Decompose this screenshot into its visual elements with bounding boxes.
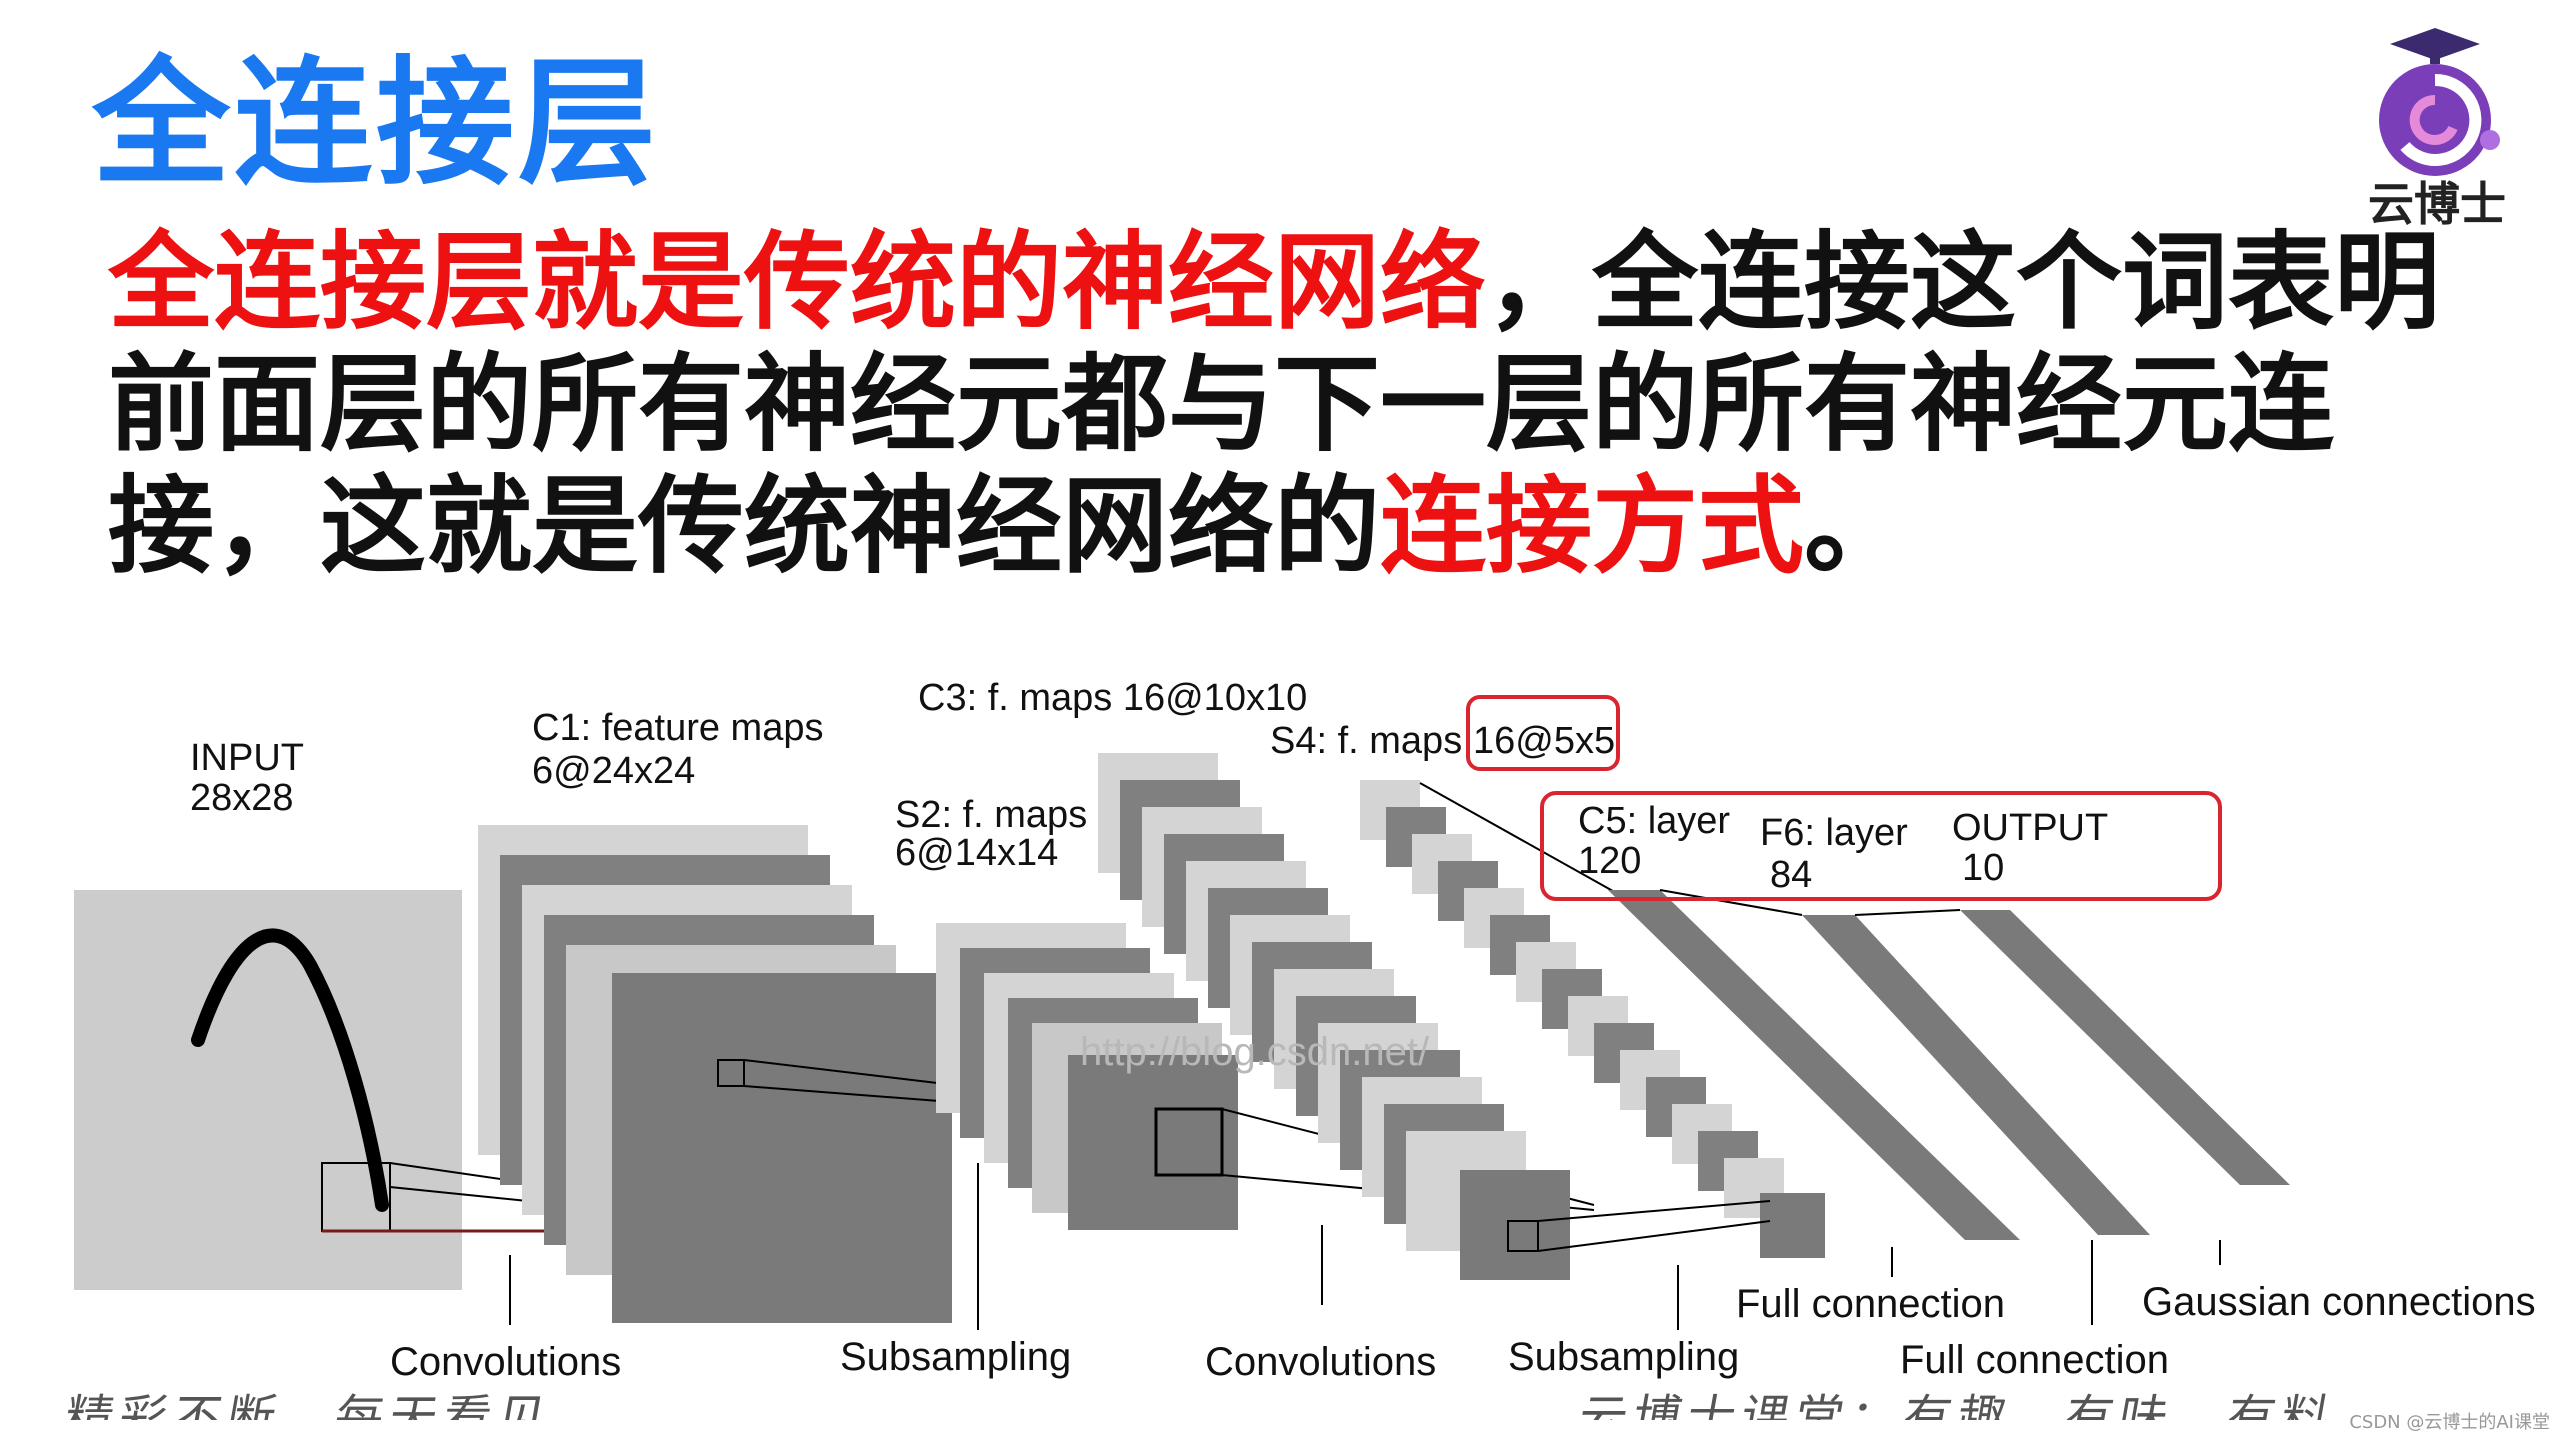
csdn-credit: CSDN @云博士的AI课堂 xyxy=(2349,1412,2550,1433)
s2-feature-maps xyxy=(936,923,1238,1230)
c1-size: 6@24x24 xyxy=(532,750,695,792)
highlight-phrase-1: 全连接层就是传统的神经网络 xyxy=(108,221,1486,344)
lenet-diagram: http://blog.csdn.net/ INPUT 28x28 C1: fe… xyxy=(74,677,2536,1384)
c5-band xyxy=(1608,890,2020,1240)
c3-feature-maps xyxy=(1098,753,1570,1280)
c5-label: C5: layer xyxy=(1578,800,1730,842)
slide-title: 全连接层 xyxy=(92,43,661,204)
s4-feature-maps xyxy=(1360,780,1825,1258)
c3-label: C3: f. maps 16@10x10 xyxy=(918,677,1307,719)
s4-label: S4: f. maps xyxy=(1270,720,1462,762)
output-label: OUTPUT xyxy=(1952,807,2108,849)
body-text-2: 。 xyxy=(1804,465,1910,588)
f6-band xyxy=(1802,915,2150,1235)
s4-size: 16@5x5 xyxy=(1473,720,1615,762)
watermark: http://blog.csdn.net/ xyxy=(1080,1030,1430,1074)
fc-layers-highlight-box xyxy=(1540,791,2222,901)
op-convolutions-2: Convolutions xyxy=(1205,1340,1436,1384)
c1-label: C1: feature maps xyxy=(532,707,823,749)
op-gaussian-connections: Gaussian connections xyxy=(2142,1280,2536,1324)
f6-label: F6: layer xyxy=(1760,812,1908,854)
s4-size-highlight-box xyxy=(1466,695,1620,771)
s2-label: S2: f. maps xyxy=(895,794,1087,836)
input-image xyxy=(74,890,462,1290)
op-subsampling-2: Subsampling xyxy=(1508,1335,1739,1379)
op-convolutions-1: Convolutions xyxy=(390,1340,621,1384)
op-full-connection-1: Full connection xyxy=(1736,1282,2005,1326)
body-paragraph: 全连接层就是传统的神经网络，全连接这个词表明前面层的所有神经元都与下一层的所有神… xyxy=(108,222,2448,588)
c1-feature-maps xyxy=(478,825,952,1323)
highlight-phrase-2: 连接方式 xyxy=(1380,465,1804,588)
output-band xyxy=(1960,910,2290,1185)
input-digit-stroke xyxy=(191,928,389,1212)
op-full-connection-2: Full connection xyxy=(1900,1338,2169,1382)
body-text-1: ，全连接这个词表明前面层的所有神经元都与下一层的所有神经元连接，这就是传统神经网… xyxy=(108,221,2440,588)
input-size: 28x28 xyxy=(190,777,294,819)
f6-size: 84 xyxy=(1770,854,1812,896)
op-subsampling-1: Subsampling xyxy=(840,1335,1071,1379)
logo-name: 云博士 xyxy=(2368,177,2506,231)
output-size: 10 xyxy=(1962,847,2004,889)
yunboshi-logo xyxy=(2379,28,2500,176)
c5-size: 120 xyxy=(1578,840,1641,882)
input-label: INPUT xyxy=(190,737,304,779)
s2-size: 6@14x14 xyxy=(895,832,1058,874)
